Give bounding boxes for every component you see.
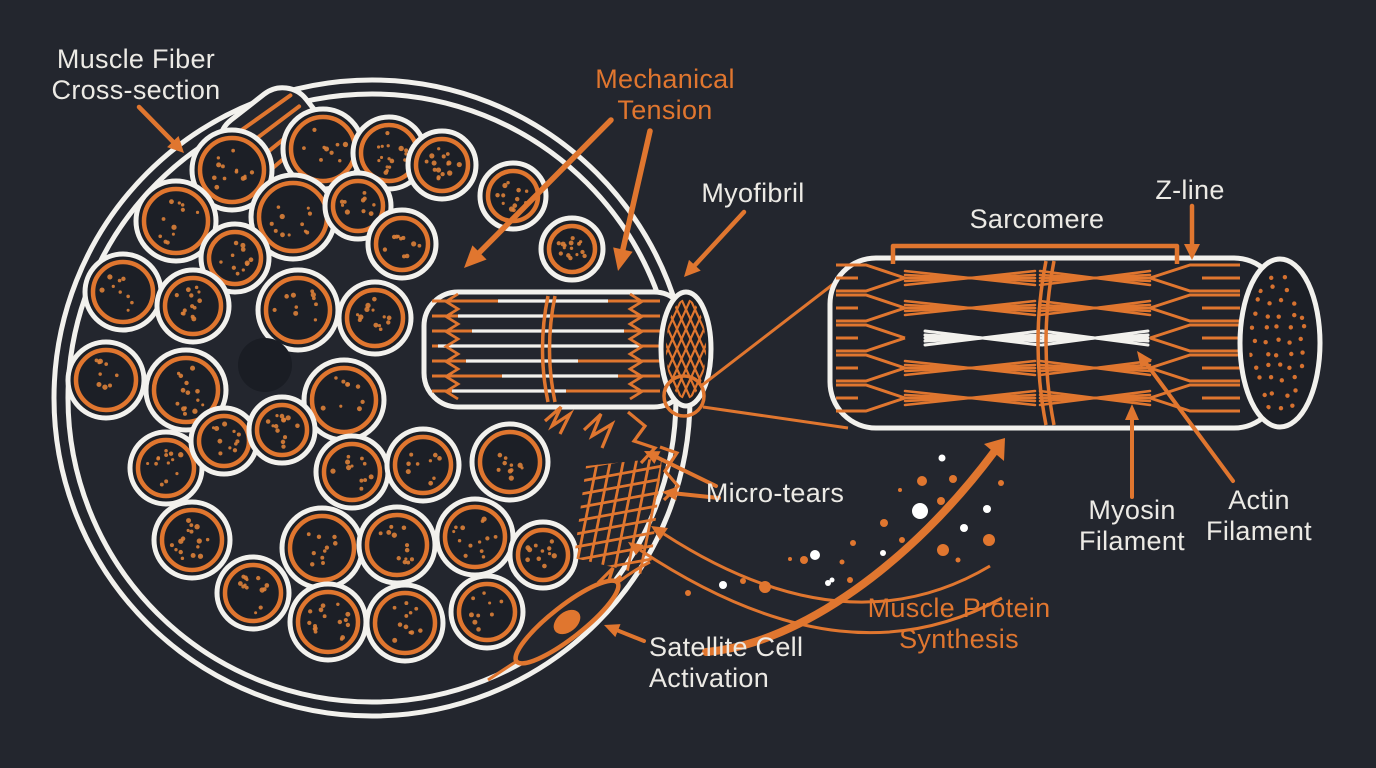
muscle-fiber (154, 267, 232, 345)
muscle-fiber (188, 405, 260, 477)
muscle-fiber (469, 421, 551, 503)
z-line-band (1036, 260, 1048, 426)
muscle-fiber (133, 178, 219, 264)
label-mechanical-tension: Mechanical Tension (595, 64, 735, 125)
muscle-fiber (538, 215, 606, 283)
protein-dot-field (685, 454, 1004, 596)
mps-arrow (702, 438, 1005, 656)
muscle-fiber (364, 582, 446, 664)
muscle-fiber (143, 347, 229, 433)
cap-dots (1249, 274, 1307, 411)
muscle-fiber (214, 554, 292, 632)
muscle-fiber (384, 426, 462, 504)
label-satellite-cell-activation: Satellite Cell Activation (649, 632, 804, 693)
muscle-fiber (189, 127, 275, 213)
label-myosin-filament: Myosin Filament (1079, 495, 1185, 556)
muscle-fiber (151, 499, 233, 581)
satellite-cell-body (513, 578, 621, 666)
muscle-fiber (313, 433, 391, 511)
signal-swoosh (628, 526, 1003, 635)
label-muscle-fiber-cross-section: Muscle Fiber Cross-section (51, 44, 221, 105)
micro-tear-hatch (574, 458, 662, 576)
label-actin-filament: Actin Filament (1206, 485, 1312, 546)
sarcomere-cylinder (827, 255, 1323, 431)
label-micro-tears: Micro-tears (705, 478, 845, 508)
muscle-fiber (434, 496, 516, 578)
myofibril-cylinder (421, 289, 714, 410)
annotation-arrows (136, 104, 1235, 643)
sarcomere-bracket (890, 243, 1180, 264)
muscle-fiber (336, 279, 414, 357)
muscle-fiber (255, 267, 341, 353)
muscle-fiber (198, 221, 272, 295)
zoom-link-top (700, 280, 837, 388)
muscle-fiber (82, 251, 164, 333)
muscle-fiber (507, 519, 579, 591)
label-myofibril: Myofibril (701, 178, 805, 208)
label-z-line: Z-line (1155, 175, 1225, 205)
label-sarcomere: Sarcomere (969, 204, 1105, 234)
muscle-fiber (287, 581, 369, 663)
label-muscle-protein-synthesis: Muscle Protein Synthesis (867, 593, 1051, 654)
muscle-fiber (246, 394, 318, 466)
muscle-fiber (301, 357, 387, 443)
muscle-fiber (356, 504, 438, 586)
satellite-cell (487, 560, 651, 682)
muscle-fiber (448, 573, 526, 651)
muscle-fiber (65, 339, 147, 421)
zoom-lens (662, 374, 706, 418)
empty-fiber (238, 338, 292, 392)
zoom-link-bottom (702, 405, 849, 430)
micro-tear-cracks (543, 405, 681, 595)
muscle-fiber (405, 128, 479, 202)
muscle-fiber (279, 505, 365, 591)
muscle-fiber (365, 207, 439, 281)
